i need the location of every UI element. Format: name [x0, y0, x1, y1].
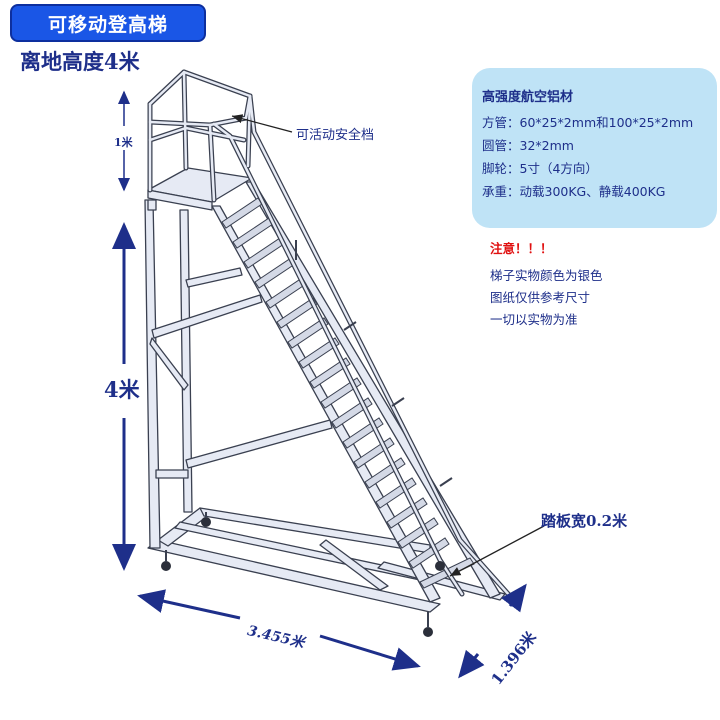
dim-length-arrow-left	[137, 589, 241, 620]
spec-line: 方管：60*25*2mm和100*25*2mm	[482, 115, 694, 130]
caster-4	[435, 561, 445, 571]
spec-line: 承重：动载300KG、静载400KG	[482, 184, 666, 199]
guard-label: 可活动安全档	[296, 128, 375, 143]
spec-panel: 高强度航空铝材 方管：60*25*2mm和100*25*2mm 圆管：32*2m…	[472, 68, 717, 228]
tread-leader	[449, 525, 545, 577]
height-caption: 离地高度4米	[20, 49, 140, 74]
platform-edge	[147, 189, 213, 211]
rear-leg-left	[144, 199, 161, 549]
brace-4	[155, 469, 189, 479]
caster-2	[201, 517, 211, 527]
title-banner: 可移动登高梯	[10, 4, 206, 42]
handrail-posts	[295, 240, 453, 487]
brace-3	[185, 419, 333, 469]
dim-width-arrow-down	[458, 649, 485, 679]
spec-line: 脚轮：5寸（4方向）	[482, 161, 598, 176]
page-title: 可移动登高梯	[47, 13, 168, 36]
casters	[161, 517, 445, 637]
dim-width-arrow-up	[501, 583, 527, 613]
tread-label: 踏板宽0.2米	[541, 512, 628, 530]
dim-length-arrow-right	[319, 634, 421, 671]
rear-leg-mid	[147, 199, 157, 211]
brace-1	[151, 294, 263, 339]
spec-heading: 高强度航空铝材	[482, 90, 574, 105]
stair-treads	[221, 197, 475, 589]
guard-leader	[231, 114, 293, 133]
notice-title: 注意！！！	[490, 241, 553, 256]
notice-line: 一切以实物为准	[490, 312, 578, 327]
caster-1	[161, 561, 171, 571]
notice-line: 图纸仅供参考尺寸	[490, 290, 591, 305]
caster-3	[423, 627, 433, 637]
brace-5	[185, 267, 243, 288]
dim-height-label: 4米	[104, 377, 140, 402]
caster-stems	[165, 512, 429, 628]
brace-2	[149, 337, 189, 391]
spec-line: 圆管：32*2mm	[482, 138, 574, 153]
dim-top-rail-label: 1米	[114, 136, 133, 149]
notice-line: 梯子实物颜色为银色	[490, 268, 603, 283]
base-frame-cross2	[319, 539, 389, 591]
